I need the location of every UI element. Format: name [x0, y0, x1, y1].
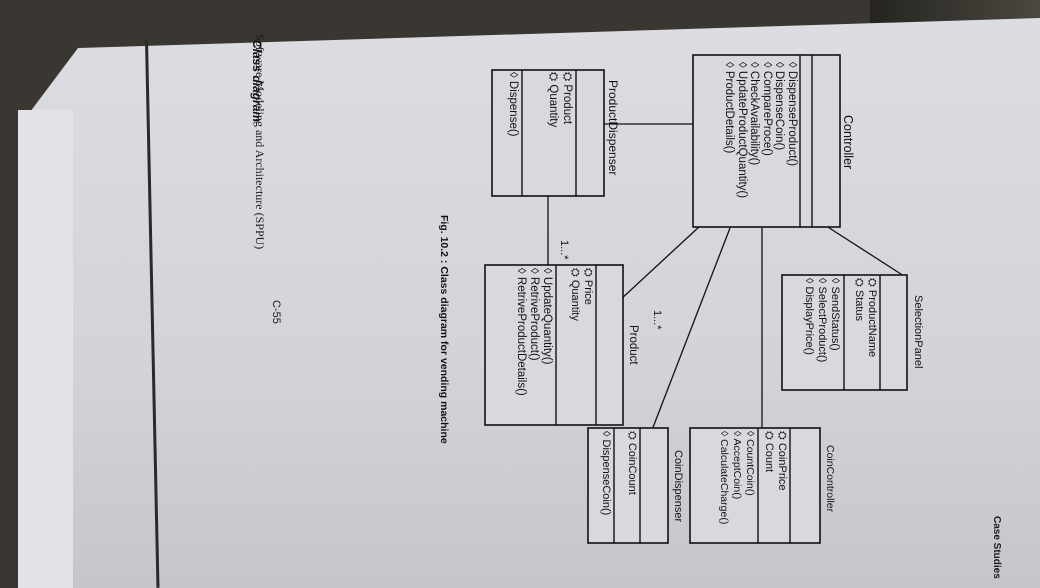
attribute: ⛭ Count [763, 431, 775, 473]
header-page-number: C-55 [270, 300, 282, 324]
class-name: SelectionPanel [912, 295, 924, 369]
attribute: ⛭ CoinPrice [776, 431, 788, 491]
class-box [484, 264, 624, 426]
class-name: Controller [841, 115, 855, 170]
coin-controller-operations: ◊ CountCoin() ◊ AcceptCoin() ◊ Calculate… [717, 431, 756, 524]
attribute: ⛭ ProductName [866, 278, 878, 358]
product-dispenser-operations: ◊ Dispense() [507, 72, 519, 137]
association-lines [547, 123, 905, 431]
product-dispenser-attributes: ⛭ Product ⛭ Quantity [546, 72, 574, 127]
class-box [587, 427, 669, 544]
operation: ◊ RetriveProductDetails() [515, 268, 527, 396]
attribute: ⛭ CoinCount [626, 431, 638, 495]
product-attributes: ⛭ Price ⛭ Quantity [568, 268, 594, 321]
coin-controller-attributes: ⛭ CoinPrice ⛭ Count [762, 431, 788, 491]
selection-panel-attributes: ⛭ ProductName ⛭ Status [852, 278, 878, 357]
operation: ◊ CountCoin() [744, 431, 756, 496]
attribute: ⛭ Quantity [569, 268, 581, 321]
attribute: ⛭ Quantity [547, 72, 559, 128]
assoc-controller-coindispenser [651, 227, 731, 431]
operation: ◊ Dispense() [507, 72, 519, 137]
operation: ◊ CheckAvailability() [748, 62, 761, 166]
operation: ◊ RetriveProduct() [528, 268, 540, 361]
operation: ◊ CompareProce() [761, 62, 773, 156]
attribute: ⛭ Price [582, 268, 594, 305]
operation: ◊ SendStatus() [829, 278, 841, 351]
operation: ◊ DisplayPrice() [803, 278, 815, 355]
assoc-controller-selection [819, 221, 905, 277]
multiplicity-dispenser-product: 1...* [558, 240, 570, 260]
class-product-dispenser [491, 69, 605, 197]
operation: ◊ DispenseProduct() [786, 62, 798, 167]
operation: ◊ AcceptCoin() [731, 431, 743, 500]
operation: ◊ UpdateProductQuantity() [736, 62, 748, 199]
class-coin-dispenser [587, 427, 669, 544]
operation: ◊ SelectProduct() [816, 278, 828, 363]
class-box [692, 54, 841, 228]
section-title: Class diagram [250, 40, 264, 123]
operation: ◊ CalculateCharge() [718, 431, 730, 525]
class-coin-controller [689, 427, 821, 544]
operation: ◊ UpdateQuantity() [541, 268, 553, 365]
class-name: ProductDispenser [606, 80, 620, 176]
attribute: ⛭ Product [561, 72, 573, 125]
page-margin [18, 110, 73, 588]
controller-operations: ◊ DispenseProduct() ◊ DispenseCoin() ◊ C… [723, 62, 799, 199]
attribute: ⛭ Status [853, 278, 865, 322]
multiplicity-controller-product: 1...* [651, 310, 663, 330]
class-name: CoinDispenser [672, 450, 684, 523]
class-box [689, 427, 821, 544]
selection-panel-operations: ◊ SendStatus() ◊ SelectProduct() ◊ Displ… [802, 278, 841, 362]
class-selection-panel [781, 274, 908, 391]
assoc-controller-product [619, 225, 701, 301]
operation: ◊ ProductDetails() [723, 62, 736, 154]
figure-caption: Fig. 10.2 : Class diagram for vending ma… [438, 215, 450, 444]
operation: ◊ DispenseCoin() [600, 431, 612, 516]
class-product [484, 264, 624, 426]
coin-dispenser-attributes: ⛭ CoinCount [625, 431, 638, 495]
operation: ◊ DispenseCoin() [773, 62, 786, 151]
header-section-right: Case Studies [991, 516, 1002, 579]
class-name: CoinController [824, 445, 836, 513]
class-name: Product [627, 325, 639, 365]
class-controller [692, 54, 841, 228]
coin-dispenser-operations: ◊ DispenseCoin() [600, 431, 612, 515]
class-box [491, 69, 605, 197]
product-operations: ◊ UpdateQuantity() ◊ RetriveProduct() ◊ … [514, 268, 553, 396]
